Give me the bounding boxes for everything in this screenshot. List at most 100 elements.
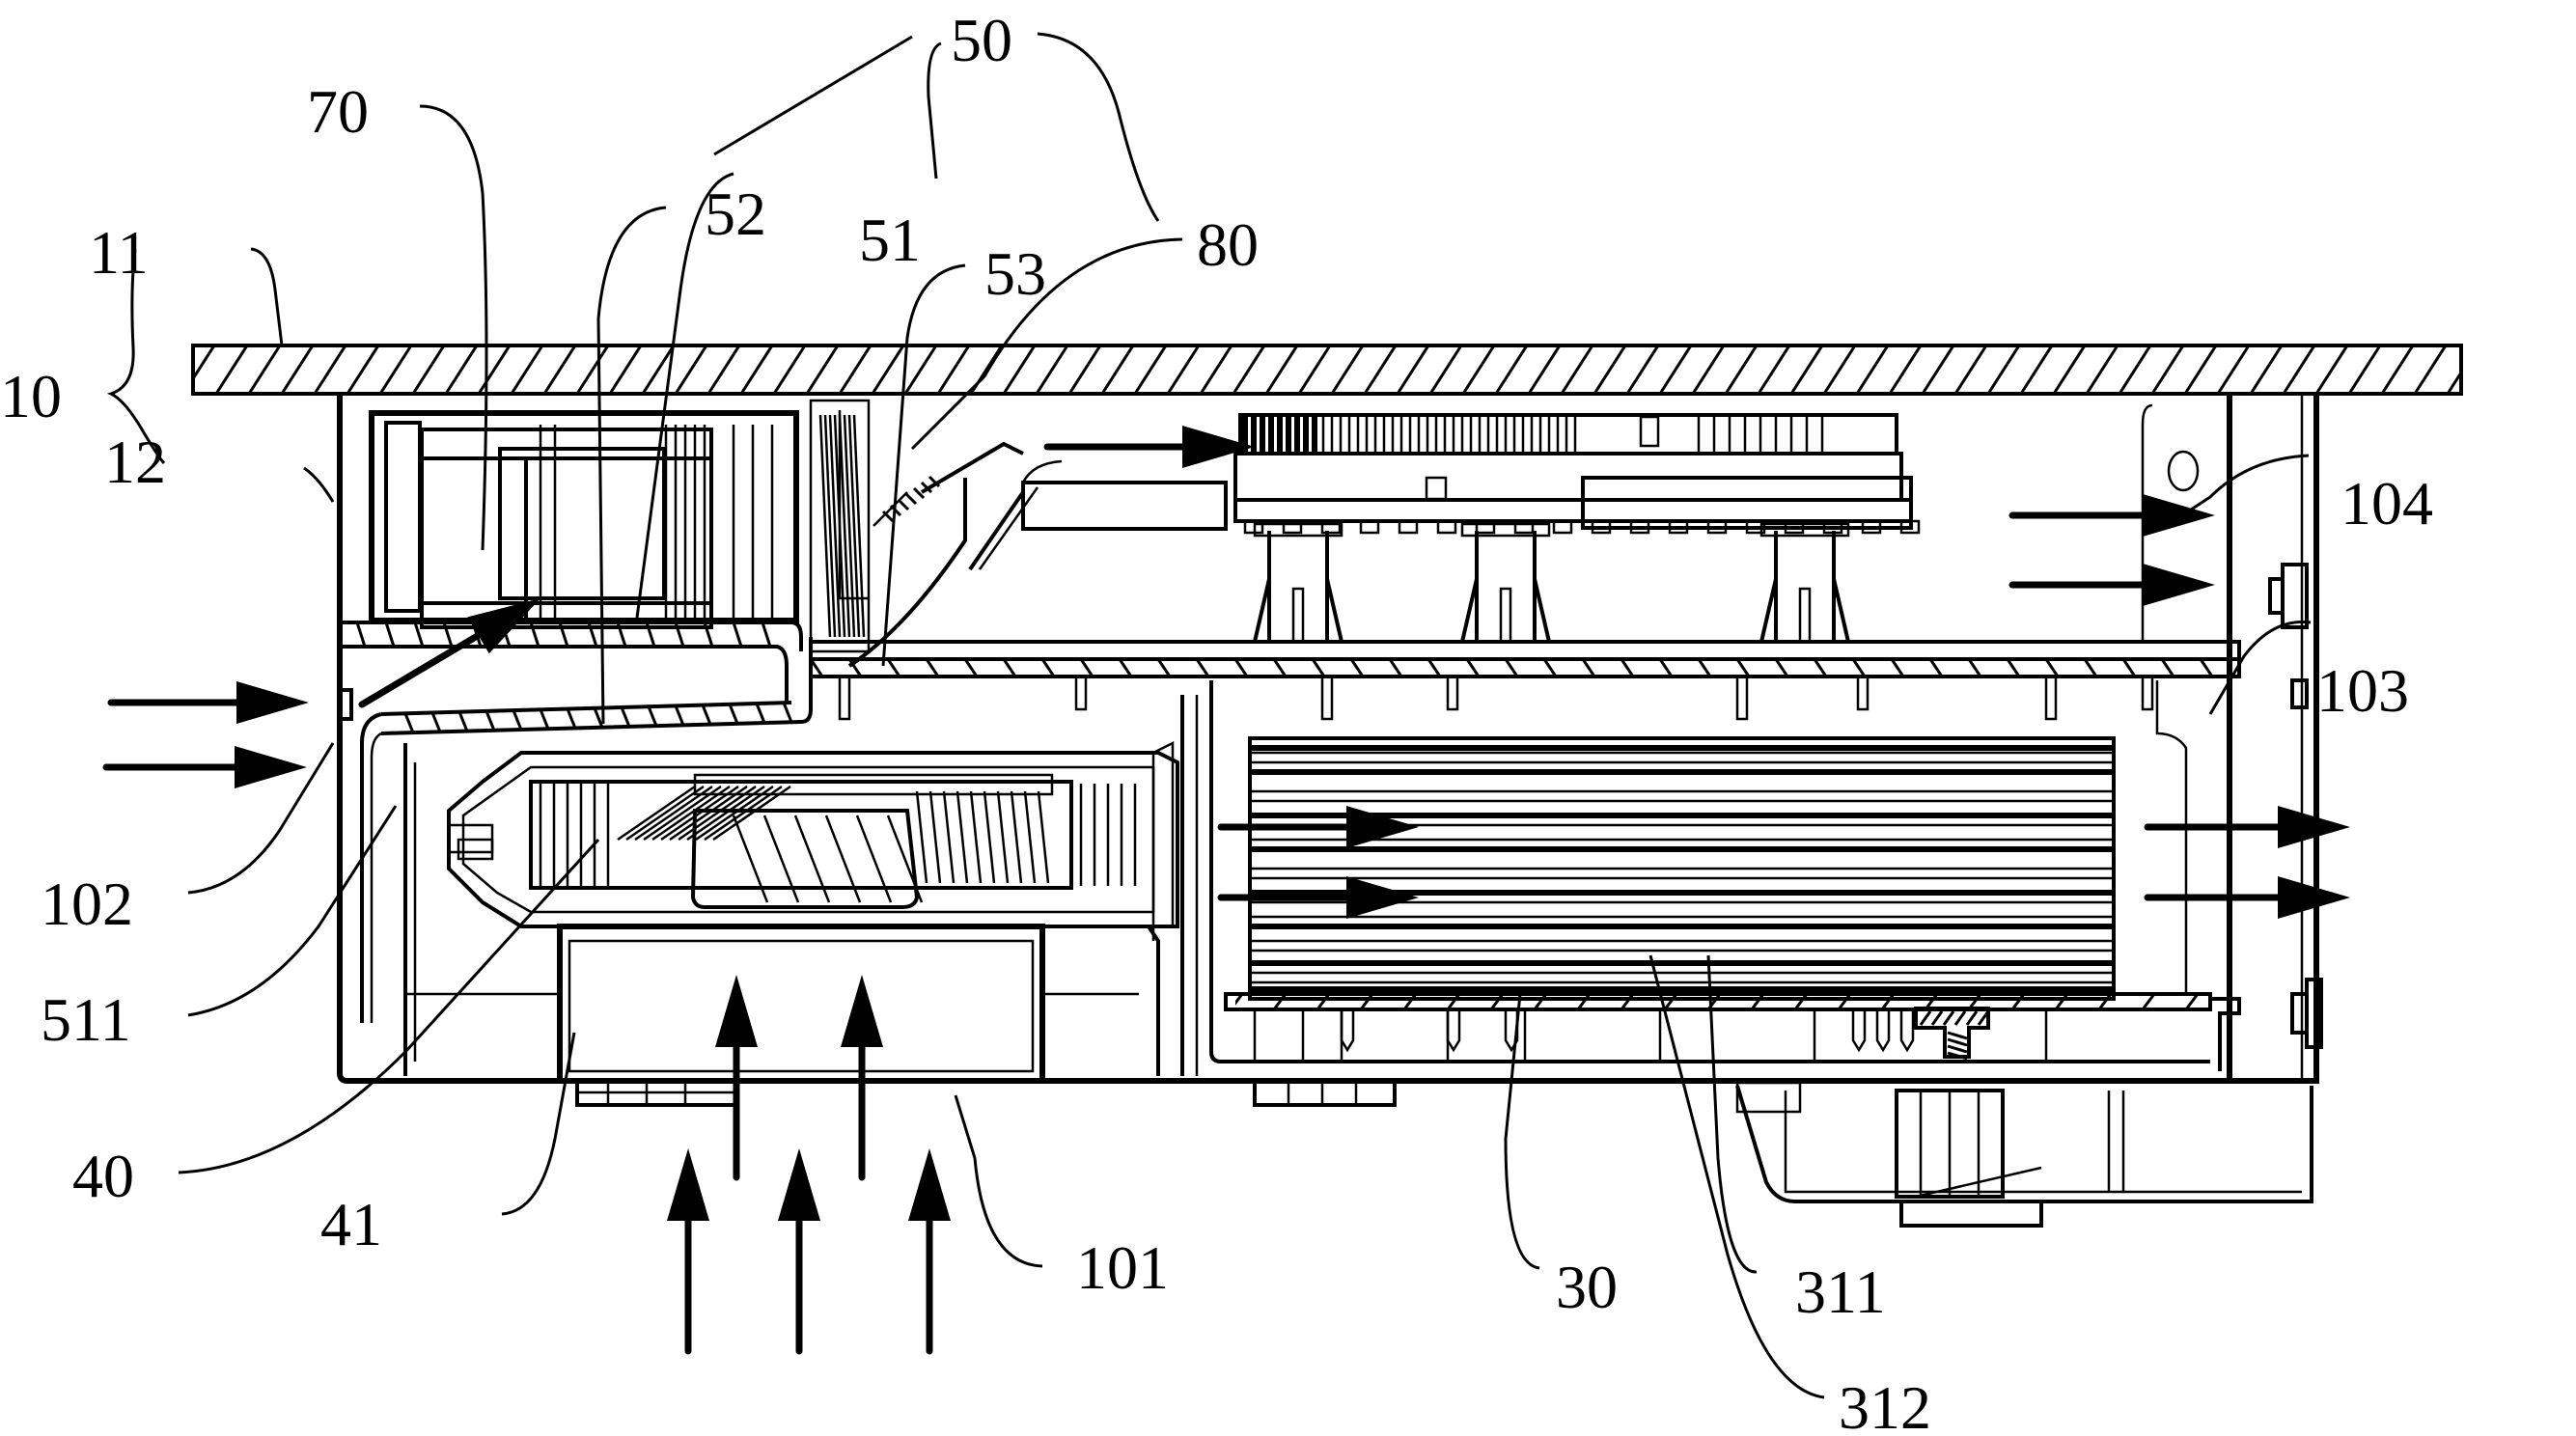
label-30: 30: [1556, 1253, 1618, 1321]
hatch-line: [1921, 345, 1955, 394]
vane-line: [818, 414, 832, 638]
hatch-line: [912, 486, 926, 500]
label-104: 104: [2341, 469, 2433, 538]
fan-blade: [712, 785, 791, 842]
hatch-line: [838, 345, 873, 394]
board-foot: [1784, 519, 1805, 535]
hatch-line: [1620, 994, 1635, 1009]
label-10: 10: [0, 362, 62, 430]
blower-fan: [447, 751, 1179, 928]
hatch-line: [881, 510, 895, 523]
hatch-line: [1002, 659, 1017, 677]
hatch-line: [2446, 370, 2461, 394]
base-peg: [1340, 1009, 1355, 1053]
hatch-line: [1855, 345, 1890, 394]
hatch-line: [384, 621, 396, 648]
board-foot: [1668, 519, 1689, 535]
hatch-line: [280, 345, 315, 394]
hatch-line: [936, 345, 971, 394]
hatch-line: [2097, 994, 2113, 1009]
hatch-line: [1002, 345, 1037, 394]
hatch-line: [1977, 1010, 1990, 1026]
duct-part-51: [809, 399, 871, 653]
board-tab: [1639, 415, 1660, 448]
hatch-line: [1349, 659, 1365, 677]
hatch-line: [1195, 659, 1210, 677]
hatch-line: [772, 345, 807, 394]
hatch-line: [2314, 345, 2349, 394]
hatch-line: [1166, 345, 1201, 394]
hatch-line: [510, 345, 544, 394]
hatch-line: [1953, 1010, 1967, 1026]
hatch-line: [1691, 345, 1726, 394]
fan-blade: [695, 785, 774, 842]
board-foot: [1745, 519, 1766, 535]
hatch-line: [1757, 345, 1791, 394]
fan-blade: [669, 785, 748, 842]
fan-blade: [1010, 790, 1023, 884]
shelf-peg: [2044, 677, 2058, 721]
hatch-line: [457, 711, 469, 732]
hatch-line: [728, 704, 739, 725]
board-supports: [1253, 522, 1850, 643]
shelf-peg: [1735, 677, 1749, 721]
airflow-arrow-bottom-outer-1: [667, 1148, 709, 1355]
board-foot: [1513, 519, 1535, 535]
vane-line: [852, 414, 866, 638]
hatch-line: [1947, 1031, 1968, 1040]
hatch-line: [575, 345, 610, 394]
board-foot: [1706, 519, 1728, 535]
hatch-line: [2141, 994, 2156, 1009]
label-101: 101: [1076, 1233, 1169, 1302]
hatch-line: [1316, 994, 1331, 1009]
hatch-line: [1542, 659, 1558, 677]
arrow-head: [2278, 806, 2350, 848]
duct-part-52: [380, 701, 792, 716]
fan-blade: [969, 790, 983, 884]
hatch-line: [542, 345, 577, 394]
reference-labels: 10 11 12 70 52 50 51 53 80 104 103 102 5…: [0, 6, 2433, 1436]
hatch-line: [1593, 345, 1627, 394]
label-11: 11: [89, 218, 149, 287]
hatch-line: [1813, 659, 1828, 677]
hatch-line: [403, 712, 415, 733]
divider: [1180, 680, 2210, 1076]
hatch-line: [1735, 659, 1751, 677]
hatch-line: [1793, 994, 1809, 1009]
arrow-head: [908, 1148, 951, 1221]
hatch-line: [1426, 659, 1442, 677]
hatch-line: [2347, 345, 2382, 394]
arrow-head: [1346, 806, 1419, 848]
hatch-line: [1402, 994, 1418, 1009]
board-foot: [1320, 519, 1342, 535]
hatch-line: [1986, 345, 2021, 394]
hatch-line: [739, 345, 774, 394]
hatch-line: [587, 621, 598, 648]
hatch-line: [1658, 345, 1693, 394]
hatch-line: [1967, 659, 1982, 677]
fan-blade: [915, 790, 928, 884]
hatch-line: [539, 708, 550, 730]
side-vent-lower: [2290, 678, 2309, 709]
hatch-line: [1272, 994, 1288, 1009]
hatch-line: [871, 345, 905, 394]
hatch-line: [1533, 994, 1548, 1009]
hatch-line: [1494, 345, 1529, 394]
hatch-line: [1851, 659, 1867, 677]
board-foot: [1629, 519, 1650, 535]
base-peg: [1899, 1009, 1915, 1053]
hatch-line: [811, 659, 824, 677]
hatch-line: [1888, 345, 1923, 394]
base-peg: [1446, 1009, 1461, 1053]
hatch-line: [805, 345, 840, 394]
hatch-line: [313, 345, 347, 394]
hatch-line: [2085, 345, 2119, 394]
hatch-line: [444, 345, 479, 394]
board-foot: [1899, 519, 1921, 535]
hatch-line: [558, 621, 569, 648]
arrow-head: [467, 598, 540, 654]
hatch-line: [2183, 345, 2218, 394]
hatch-line: [2199, 659, 2214, 677]
hatch-line: [1297, 345, 1332, 394]
label-51: 51: [859, 206, 921, 274]
